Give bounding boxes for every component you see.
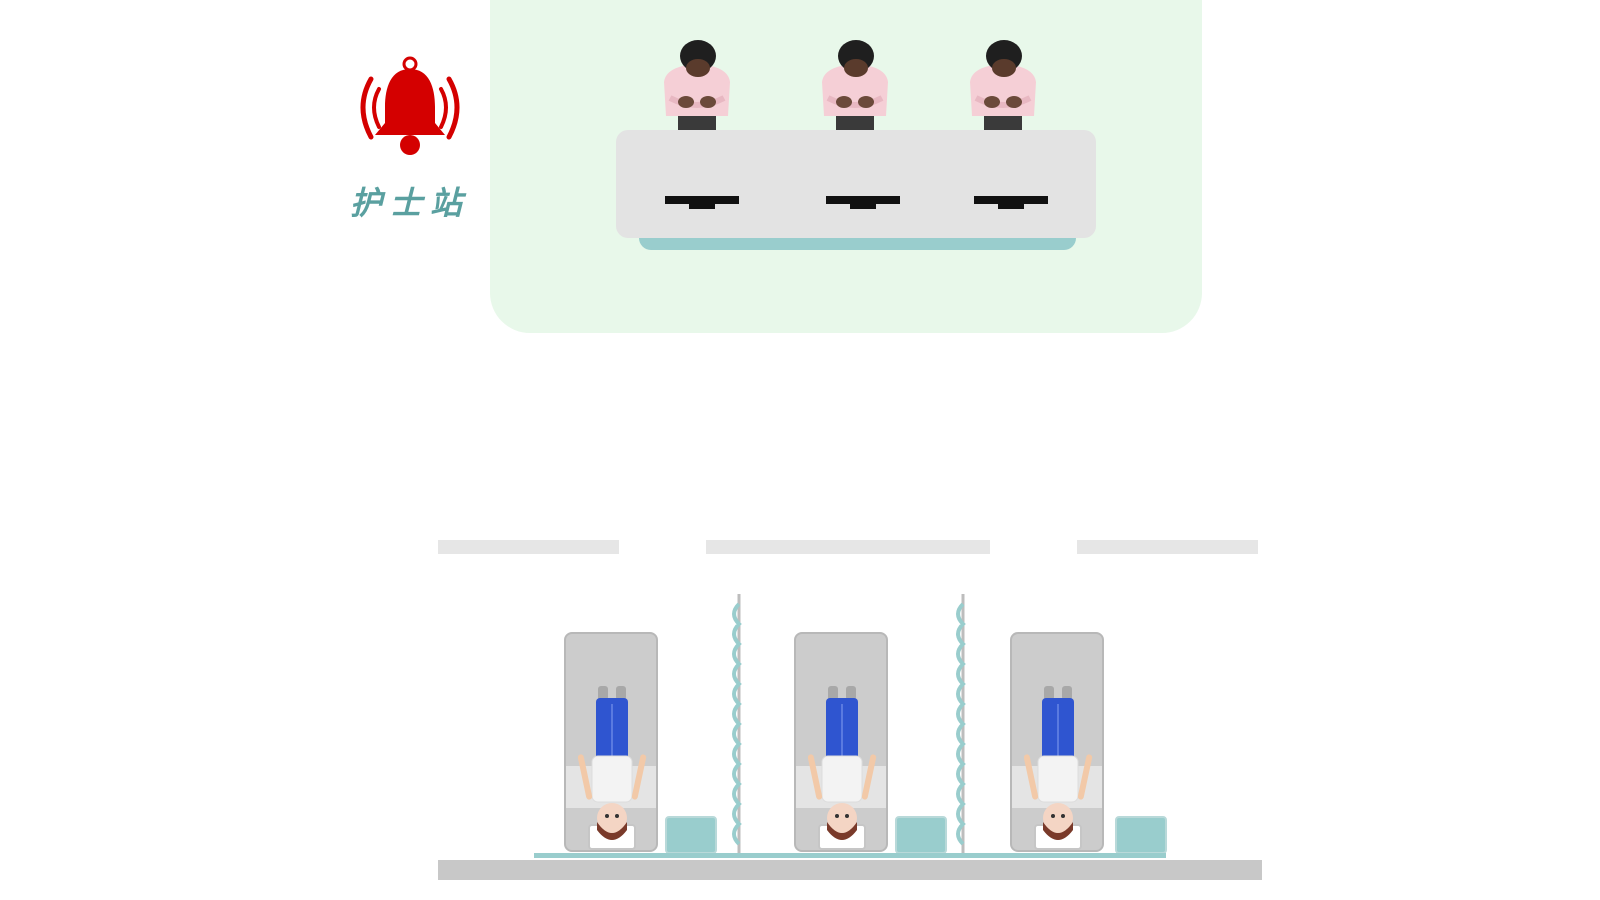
nurse-figure-2 [822,40,888,134]
floor-rail [438,860,1262,880]
floor-rail-line [534,853,1166,858]
station-label: 护士站 [349,184,470,222]
keyboard-icon [665,196,739,209]
wall-segment [438,540,619,554]
patient-lying-icon [1024,686,1093,840]
privacy-curtain-icon [732,594,742,856]
wall-segment [1077,540,1258,554]
patient-lying-icon [578,686,647,840]
bedside-cabinet [895,816,947,854]
privacy-curtain-icon [956,594,966,856]
bedside-cabinet [665,816,717,854]
hospital-bed-1[interactable] [564,632,658,852]
wall-segment [706,540,990,554]
alarm-bell-icon[interactable] [355,55,465,160]
hospital-bed-2[interactable] [794,632,888,852]
keyboard-icon [826,196,900,209]
nurse-figure-3 [970,40,1036,134]
nurse-figure-1 [664,40,730,134]
hospital-bed-3[interactable] [1010,632,1104,852]
bedside-cabinet [1115,816,1167,854]
patient-lying-icon [808,686,877,840]
keyboard-icon [974,196,1048,209]
nurse-station-desk [616,130,1096,238]
